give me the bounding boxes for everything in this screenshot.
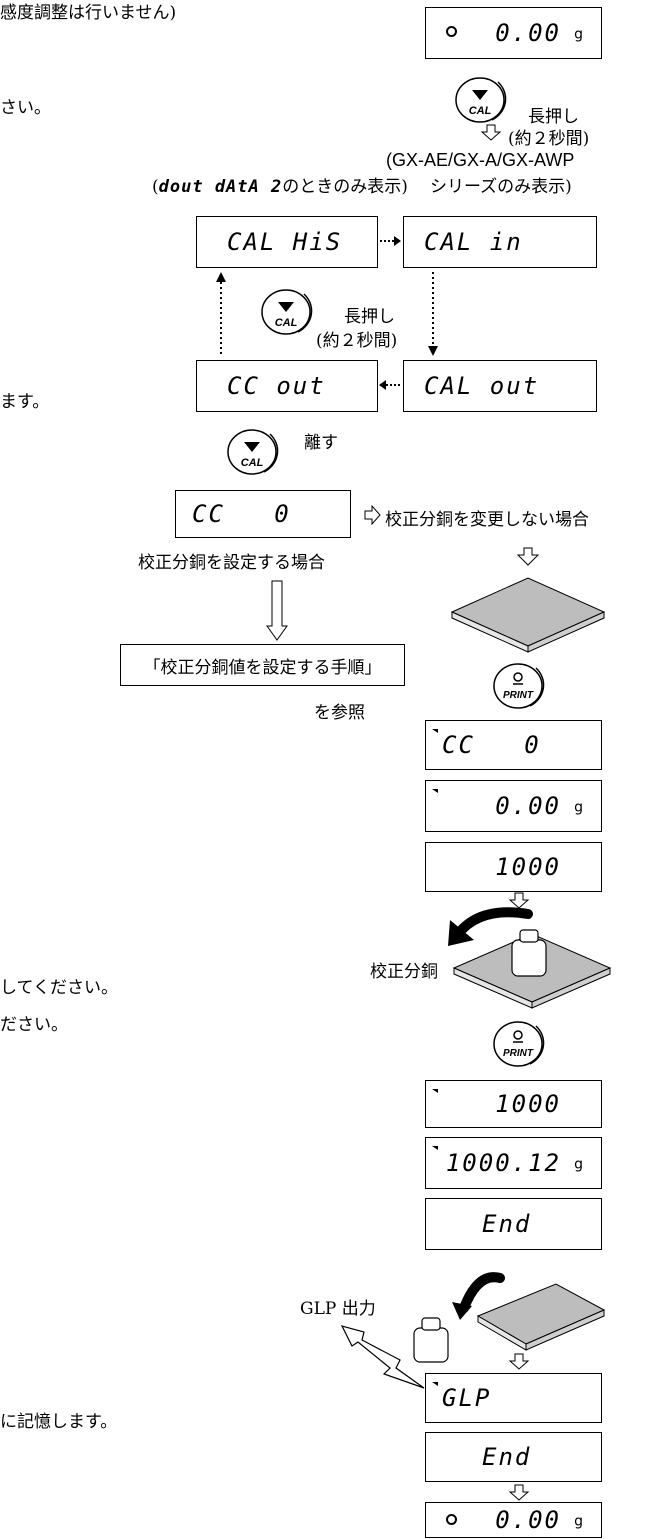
display-1000-a: 1000: [425, 842, 602, 892]
arrow-down-icon-3: [508, 892, 530, 909]
display-cal-in: CAL in: [403, 216, 597, 268]
left-text-mid: ます。: [0, 392, 50, 412]
left-text-last: に記憶します。: [0, 1412, 118, 1432]
svg-text:CAL: CAL: [275, 317, 298, 329]
display-cal-out: CAL out: [403, 360, 597, 412]
arrow-down-icon-2: [516, 547, 540, 566]
press-hold-label: 長押し: [528, 107, 579, 127]
display-zero-top: 0.00 g: [425, 7, 602, 59]
two-sec-label: (約２秒間): [508, 129, 590, 149]
cal-key-icon-3: CAL: [227, 429, 279, 475]
pan-icon: [450, 577, 606, 653]
no-change-label: 校正分銅を変更しない場合: [385, 510, 589, 530]
svg-text:PRINT: PRINT: [503, 1048, 534, 1059]
display-zero-2: 0.00 g: [425, 780, 602, 832]
remove-weight-icon: [413, 1272, 606, 1363]
procedure-box: 「校正分銅値を設定する手順」: [120, 644, 405, 686]
dout-note: (dout dAtA 2のときのみ表示): [152, 177, 408, 197]
display-1000-b: 1000: [425, 1080, 602, 1128]
weight-label: 校正分銅: [370, 962, 438, 982]
left-text-top1: 感度調整は行いません): [0, 3, 177, 23]
display-end-2: End: [425, 1432, 602, 1482]
series-label-2: シリーズのみ表示): [430, 177, 572, 197]
press-hold-label-2: 長押し: [344, 307, 395, 327]
cal-key-icon-2: CAL: [261, 289, 313, 335]
arrow-down-icon-5: [508, 1484, 530, 1501]
release-label: 離す: [304, 433, 338, 453]
arrow-right-icon: [364, 505, 381, 525]
cal-key-icon: CAL: [455, 77, 507, 123]
display-cal-his: CAL HiS: [196, 216, 378, 268]
dotted-arrow-right: [380, 236, 401, 246]
print-key-icon: PRINT: [493, 663, 545, 709]
arrow-down-icon: [480, 124, 502, 141]
svg-text:PRINT: PRINT: [503, 690, 534, 701]
display-glp: GLP: [425, 1373, 602, 1423]
svg-text:CAL: CAL: [241, 457, 264, 469]
dotted-arrow-up: [216, 272, 226, 356]
arrow-down-icon-4: [508, 1353, 530, 1370]
display-cc-out: CC out: [196, 360, 378, 412]
series-label: (GX-AE/GX-A/GX-AWP: [386, 150, 575, 170]
display-end-1: End: [425, 1198, 602, 1250]
set-case-label: 校正分銅を設定する場合: [138, 553, 325, 573]
display-1000-12: 1000.12 g: [425, 1137, 602, 1189]
two-sec-label-2: (約２秒間): [316, 331, 398, 351]
left-text-top2: さい。: [0, 98, 51, 118]
refer-label: を参照: [314, 703, 365, 723]
left-text-bottom2: ださい。: [0, 1015, 68, 1035]
pan-with-weight-icon: [448, 907, 612, 1009]
dotted-arrow-down: [428, 272, 438, 356]
output-lightning-icon: [340, 1325, 425, 1389]
display-zero-bottom: 0.00 g: [425, 1502, 602, 1538]
long-arrow-down: [266, 580, 288, 641]
glp-output-label: GLP 出力: [300, 1299, 376, 1319]
dotted-arrow-left: [379, 380, 400, 390]
print-key-icon-2: PRINT: [493, 1021, 545, 1067]
display-cc-0-b: CC 0: [425, 720, 602, 770]
left-text-bottom1: してください。: [0, 978, 118, 998]
display-cc-0: CC 0: [175, 490, 351, 538]
svg-text:CAL: CAL: [469, 105, 492, 117]
